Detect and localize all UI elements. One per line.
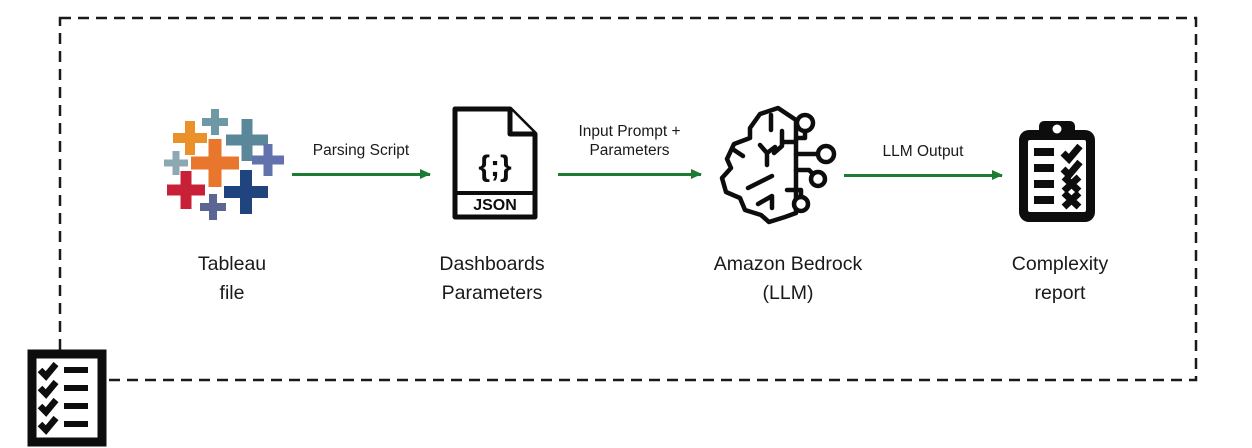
json-file-icon: {;} JSON <box>452 106 538 220</box>
tableau-plus-lower-left <box>167 171 205 209</box>
report-text-bars <box>1034 148 1054 204</box>
arrow-line <box>844 170 1003 181</box>
arrow-label: Parameters <box>589 142 670 159</box>
arrow-head-icon <box>691 169 702 180</box>
arrow-parsing-script: Parsing Script <box>292 141 431 180</box>
ai-brain-icon <box>719 105 837 225</box>
json-file-type-label: JSON <box>473 197 517 214</box>
report-check-marks <box>1060 143 1083 181</box>
circuit-traces <box>793 128 821 200</box>
circuit-node-bottom <box>791 194 811 214</box>
node-label-line: Tableau <box>197 253 267 275</box>
tableau-plus-lower-right <box>224 170 268 214</box>
node-label-line: Dashboards <box>439 253 545 275</box>
node-label-dashboards-parameters: Dashboards Parameters <box>382 250 602 308</box>
report-x-marks <box>1061 174 1082 210</box>
node-label-line: Amazon Bedrock <box>713 253 863 275</box>
circuit-node-lower <box>808 169 828 189</box>
tableau-plus-bottom <box>200 194 226 220</box>
node-label-line: report <box>1034 282 1086 304</box>
tableau-plus-center <box>191 139 239 187</box>
arrow-llm-output: LLM Output <box>844 142 1003 181</box>
node-label-line: Complexity <box>1011 253 1109 275</box>
circuit-node-right <box>815 143 837 165</box>
node-label-tableau-file: Tableau file <box>152 250 312 308</box>
checklist-icon <box>27 349 107 447</box>
brain-inner-lines <box>731 112 799 211</box>
arrow-head-icon <box>992 170 1003 181</box>
node-label-complexity-report: Complexity report <box>978 250 1142 308</box>
clipboard-report-icon <box>1019 121 1095 222</box>
arrow-head-icon <box>420 169 431 180</box>
node-label-line: file <box>219 282 245 304</box>
arrow-label: Input Prompt + <box>578 123 681 140</box>
tableau-plus-right <box>252 144 284 176</box>
clipboard-clip-hole <box>1052 124 1062 134</box>
arrow-label: Parsing Script <box>312 142 410 159</box>
tableau-plus-upper-left <box>173 121 207 155</box>
node-label-amazon-bedrock: Amazon Bedrock (LLM) <box>663 250 913 308</box>
node-label-line: Parameters <box>441 282 543 304</box>
document-fold-corner <box>507 109 535 137</box>
arrow-label: LLM Output <box>882 143 964 160</box>
tableau-plus-left <box>164 151 188 175</box>
arrow-input-prompt: Input Prompt + Parameters <box>558 122 702 180</box>
checklist-text-bars <box>64 367 88 427</box>
brain-outline <box>719 105 799 225</box>
tableau-plus-top <box>202 109 228 135</box>
tableau-plus-upper-right <box>226 119 268 161</box>
checklist-frame <box>27 349 107 447</box>
arrow-line <box>292 169 431 180</box>
arrow-line <box>558 169 702 180</box>
json-braces-glyph: {;} <box>478 150 512 183</box>
tableau-logo-icon <box>164 109 284 220</box>
checklist-check-marks <box>37 361 59 435</box>
dashed-border-rect <box>58 16 1198 382</box>
node-label-line: (LLM) <box>762 282 814 304</box>
circuit-node-top <box>794 112 816 134</box>
